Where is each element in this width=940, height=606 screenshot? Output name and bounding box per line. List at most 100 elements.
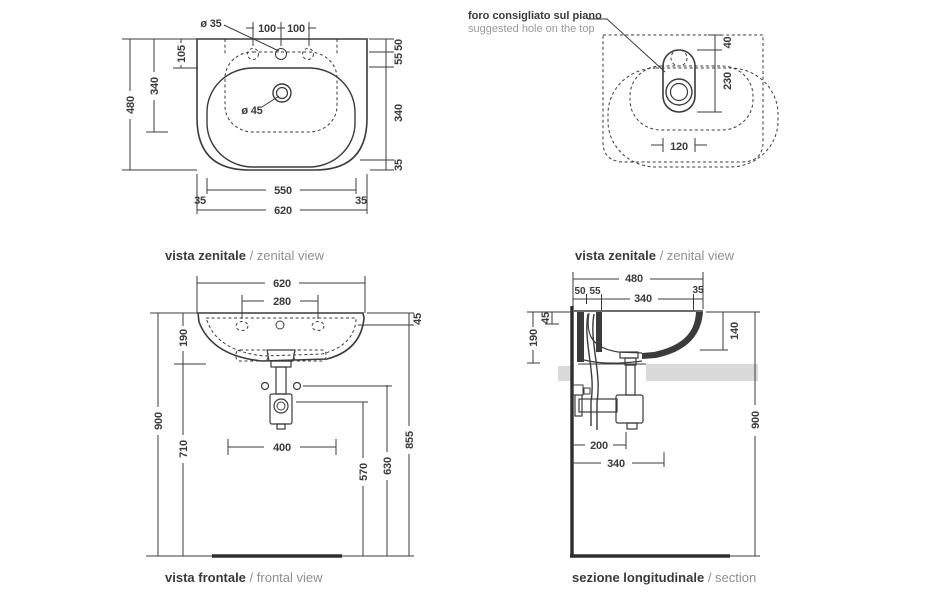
drain-flange: [270, 360, 292, 368]
dim-hole-offset: 40: [722, 37, 734, 49]
caption-bold: sezione longitudinale: [572, 570, 705, 585]
dim-underside: 710: [178, 440, 190, 458]
outlet-pipe: [578, 398, 618, 413]
dim-hole-length: 230: [722, 72, 734, 90]
front-wall-section: [642, 312, 703, 359]
trap-pipe: [625, 364, 636, 396]
basin-front-inner-dashed: [205, 317, 357, 357]
tap-hole-dashed: [670, 49, 688, 67]
drain-hole-outer: [665, 78, 693, 106]
caption-zenital-right: vista zenitale / zenital view: [575, 248, 734, 263]
dim-depth-total: 480: [125, 96, 137, 114]
leader-tap-hole: [223, 24, 280, 52]
caption-bold: vista frontale: [165, 570, 246, 585]
dim-height-total: 900: [153, 412, 165, 430]
zenital-view-drawing: [196, 24, 368, 171]
hole-view-drawing: [588, 18, 779, 168]
leader-drain: [261, 95, 280, 108]
section-view-dimensions: 480 50 55 340 35 45 190 140 900 200 340: [527, 272, 762, 557]
trap-detail-inner: [276, 401, 286, 411]
dim-outlet: 200: [590, 440, 608, 452]
dim-tap-span: 280: [273, 296, 291, 308]
trap-body: [615, 394, 644, 424]
tap-hole-left: [247, 48, 259, 60]
tap-hole-center: [275, 48, 287, 60]
frontal-view-drawing: [197, 312, 365, 558]
dim-rim-bottom-height: 855: [404, 431, 416, 449]
caption-regular: / section: [707, 570, 757, 585]
dim-rim-edge: 45: [412, 313, 424, 325]
dim-depth-total: 480: [625, 273, 643, 285]
hole-view-dimensions: 40 230 120: [651, 34, 734, 153]
back-wall-section: [596, 312, 602, 352]
basin-rim-dashed: [629, 65, 754, 131]
dim-width-total: 620: [273, 278, 291, 290]
hole-annotation-english: suggested hole on the top: [468, 23, 595, 35]
dim-outlet-height: 630: [382, 457, 394, 475]
basin-outline: [196, 38, 368, 171]
supply-hose-right: [592, 313, 599, 430]
caption-bold: vista zenitale: [575, 248, 656, 263]
dim-depth-rim: 105: [176, 45, 188, 63]
angle-valve: [572, 384, 584, 396]
bowl-inner: [587, 312, 643, 354]
drain-hole-inner: [669, 82, 689, 102]
caption-zenital-left: vista zenitale / zenital view: [165, 248, 324, 263]
dim-rim-height: 190: [528, 329, 540, 347]
fixing-hole-right: [292, 381, 302, 391]
dim-tap-hole-dia: ø 35: [200, 18, 221, 30]
trap-outlet: [276, 423, 286, 430]
basin-inner-dashed: [224, 51, 338, 133]
supply-hose-left: [586, 313, 593, 426]
caption-section: sezione longitudinale / section: [572, 570, 756, 585]
hole-annotation: foro consigliato sul piano suggested hol…: [468, 10, 602, 36]
dim-right-bowl: 340: [393, 104, 405, 122]
dim-inset-right: 35: [355, 195, 367, 207]
tap-hole-center: [275, 320, 285, 330]
underside-tab-left: [235, 349, 269, 362]
dim-trap-height: 570: [358, 463, 370, 481]
wall-shade: [558, 366, 572, 381]
drain-boss: [266, 349, 296, 362]
tap-hole-right: [311, 321, 325, 331]
frontal-view-dimensions: 620 280 900 190 710 45 570 630 855 400: [146, 276, 424, 557]
dim-right-top: 50: [393, 39, 405, 51]
trap-detail-outer: [273, 398, 289, 414]
dim-edge: 35: [692, 285, 704, 296]
dim-seg-50: 50: [574, 286, 586, 297]
zenital-view-dimensions: 100 100 ø 35 ø 45 480 340 105 50 55 340 …: [122, 18, 405, 217]
basin-rim: [206, 67, 356, 168]
drain-hole-outer: [272, 83, 292, 103]
shelf-shade: [646, 364, 758, 381]
caption-bold: vista zenitale: [165, 248, 246, 263]
dim-height-total: 900: [750, 411, 762, 429]
tap-hole-left: [235, 321, 249, 331]
caption-regular: / zenital view: [249, 248, 324, 263]
dim-front: 140: [729, 322, 741, 340]
annotation-leader: [588, 18, 666, 73]
dim-trap: 340: [607, 458, 625, 470]
dim-seg-55: 55: [589, 286, 601, 297]
dim-rim-edge: 45: [540, 312, 552, 324]
valve-knob: [583, 387, 591, 395]
dim-drain-dia: ø 45: [241, 105, 262, 117]
caption-regular: / frontal view: [249, 570, 323, 585]
dim-tap-left: 100: [258, 23, 276, 35]
suggested-hole: [662, 49, 696, 113]
dim-depth-bowl: 340: [149, 77, 161, 95]
dim-width-total: 620: [274, 205, 292, 217]
trap-outlet-stub: [626, 422, 638, 430]
fixing-hole-left: [260, 381, 270, 391]
back-bracket: [577, 312, 584, 362]
bowl-underside: [583, 359, 643, 364]
drain-hole-inner: [275, 86, 289, 100]
dim-rim-height: 190: [178, 329, 190, 347]
caption-regular: / zenital view: [659, 248, 734, 263]
hole-annotation-italian: foro consigliato sul piano: [468, 10, 602, 22]
dim-right-upper: 55: [393, 53, 405, 65]
dim-inset-left: 35: [194, 195, 206, 207]
dim-width-rim: 550: [274, 185, 292, 197]
basin-outline-dashed: [607, 67, 779, 168]
dim-bowl: 340: [634, 293, 652, 305]
